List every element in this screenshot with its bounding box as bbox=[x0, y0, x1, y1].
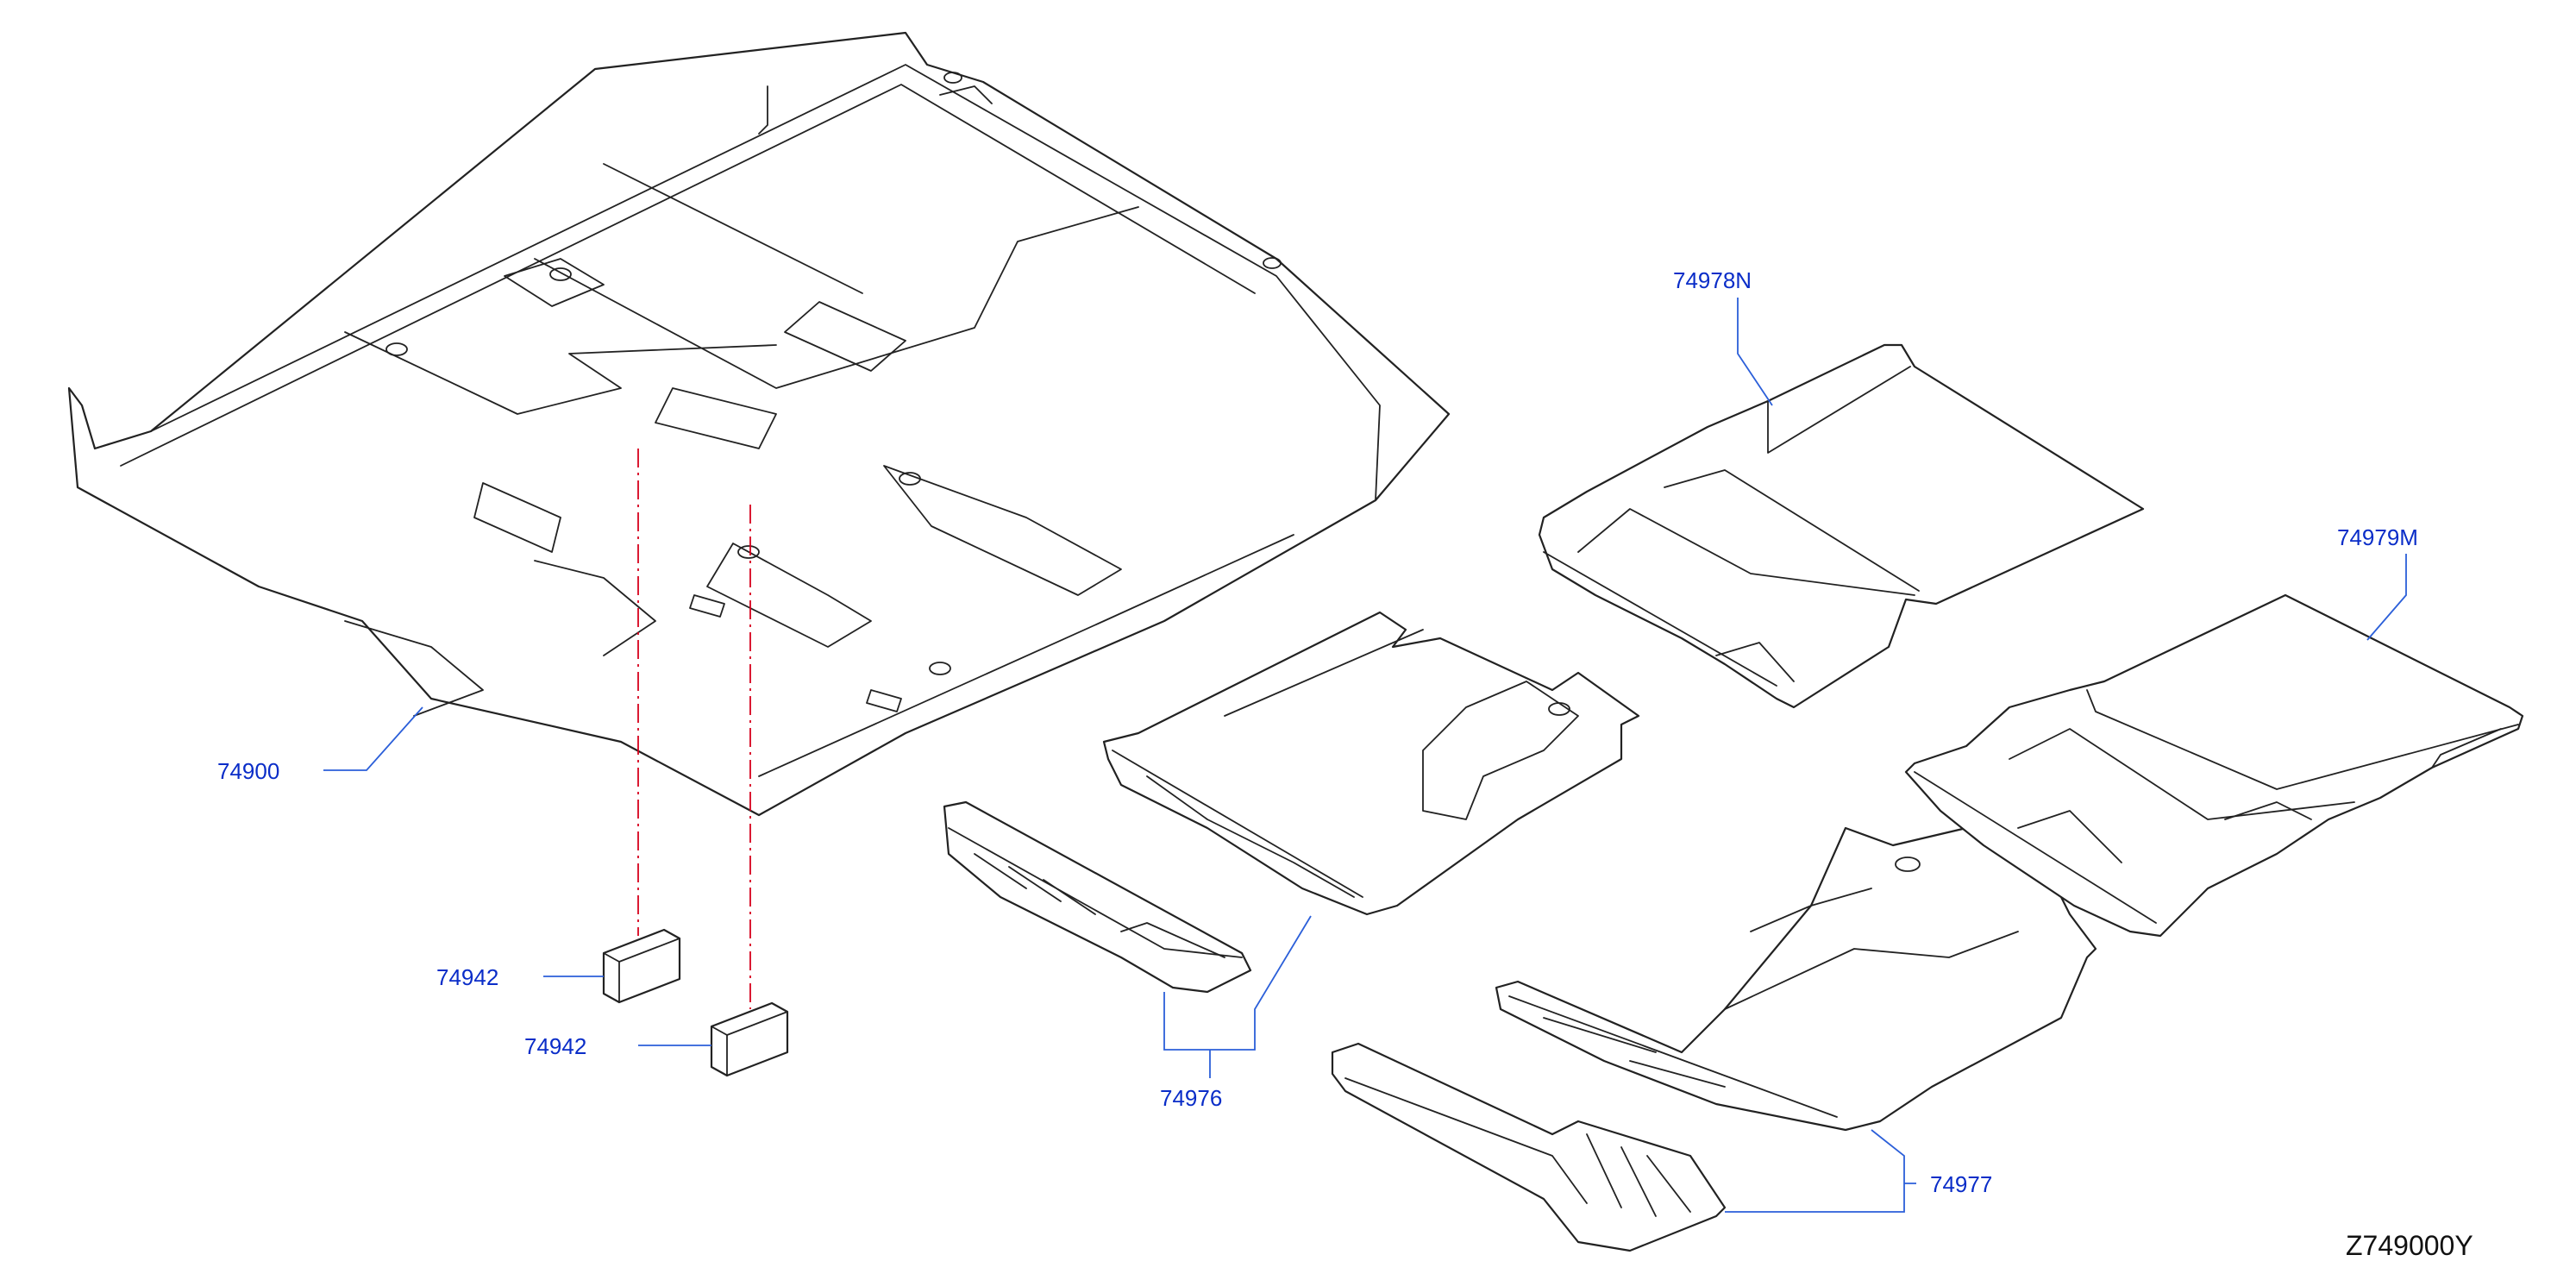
callout-74978n: 74978N bbox=[1673, 267, 1752, 293]
callout-74942-upper: 74942 bbox=[436, 964, 498, 990]
diagram-code: Z749000Y bbox=[2346, 1230, 2473, 1261]
leader-74978n bbox=[1737, 298, 1773, 406]
front-mat-left bbox=[943, 800, 1252, 994]
callout-74977: 74977 bbox=[1930, 1171, 1992, 1197]
leader-74900 bbox=[323, 706, 423, 771]
callout-74979m: 74979M bbox=[2337, 524, 2418, 550]
leader-74979m bbox=[2366, 554, 2407, 641]
front-mat-right bbox=[1102, 611, 1640, 916]
callout-74976: 74976 bbox=[1160, 1085, 1222, 1111]
pad-upper bbox=[602, 928, 681, 1004]
callout-74942-lower: 74942 bbox=[524, 1033, 586, 1059]
mat-74979m bbox=[1904, 593, 2524, 938]
leader-74976 bbox=[1163, 915, 1312, 1078]
rear-mat-left bbox=[1331, 1042, 1727, 1252]
callout-74900: 74900 bbox=[217, 758, 279, 784]
mat-74978n bbox=[1538, 343, 2145, 709]
rear-mat-right bbox=[1495, 826, 2097, 1132]
pad-lower bbox=[710, 1001, 789, 1077]
leader-74977 bbox=[1725, 1129, 1916, 1213]
main-floor-carpet bbox=[67, 31, 1451, 817]
